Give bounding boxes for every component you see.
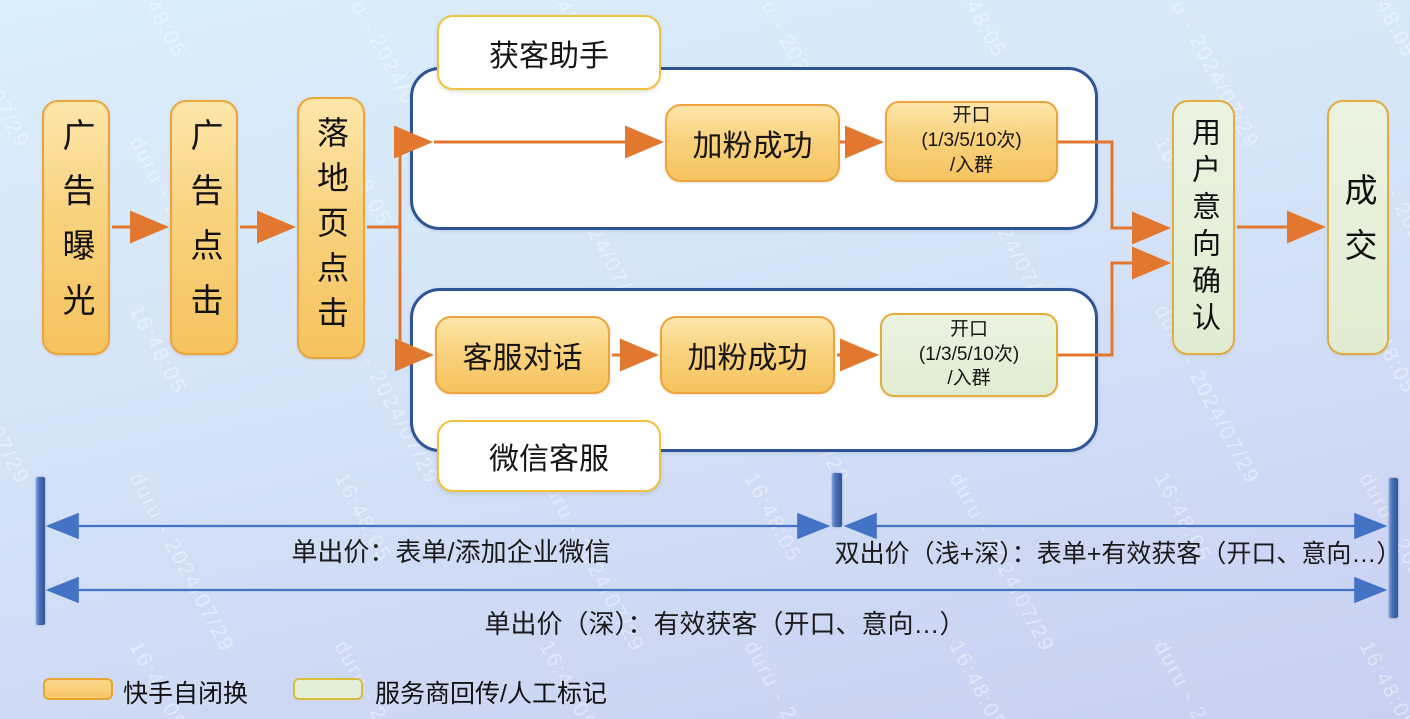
- watermark-text: 16:48:05: [944, 637, 1011, 719]
- node-bottom-speakup-joingroup-text: 开口 (1/3/5/10次) /入群: [919, 318, 1019, 392]
- node-top-follow-success: 加粉成功: [665, 104, 840, 182]
- watermark-text: duru - 2024/07/29: [0, 637, 34, 719]
- node-ad-click-text: 广告点击: [186, 117, 223, 338]
- legend-swatch-kuaishou: [43, 678, 113, 700]
- bid-label-single-shallow: 单出价：表单/添加企业微信: [291, 537, 611, 567]
- watermark-text: 16:48:05: [739, 469, 806, 567]
- bid-label-double: 双出价（浅+深）：表单+有效获客（开口、意向…）: [834, 540, 1402, 568]
- watermark-text: 16:48:05: [1354, 0, 1410, 63]
- watermark-text: duru - 2024/07/29: [1149, 637, 1264, 719]
- legend-label-provider: 服务商回传/人工标记: [375, 680, 607, 708]
- node-top-speakup-joingroup-text: 开口 (1/3/5/10次) /入群: [921, 104, 1021, 178]
- wechat-service-label-box: 微信客服: [437, 420, 661, 492]
- node-service-dialog-text: 客服对话: [462, 342, 583, 375]
- watermark-text: duru - 2024/07/29: [0, 301, 34, 489]
- node-top-follow-success-text: 加粉成功: [692, 130, 813, 163]
- node-user-intent: 用户意向确认: [1172, 100, 1235, 355]
- node-ad-click: 广告点击: [170, 100, 238, 355]
- node-bottom-follow-success-text: 加粉成功: [687, 342, 808, 375]
- node-ad-exposure: 广告曝光: [42, 100, 110, 355]
- wechat-service-label: 微信客服: [489, 443, 609, 476]
- speakup-line1: 开口: [952, 105, 991, 127]
- watermark-text: 16:48:05: [1354, 637, 1410, 719]
- acquisition-assistant-label: 获客助手: [489, 39, 609, 73]
- measure-bar-middle: [832, 473, 842, 527]
- node-landing-page-click-text: 落地页点击: [313, 115, 349, 341]
- speakup2-line3: /入群: [947, 368, 991, 390]
- speakup2-line1: 开口: [949, 318, 988, 340]
- bid-label-single-deep: 单出价（深）：有效获客（开口、意向…）: [484, 609, 966, 639]
- node-user-intent-text: 用户意向确认: [1187, 116, 1220, 339]
- watermark-text: duru - 2024/07/29: [124, 469, 239, 657]
- node-bottom-speakup-joingroup: 开口 (1/3/5/10次) /入群: [880, 313, 1058, 397]
- legend-label-kuaishou: 快手自闭换: [123, 680, 249, 708]
- node-landing-page-click: 落地页点击: [297, 97, 365, 359]
- watermark-text: 16:48:05: [944, 0, 1011, 63]
- node-deal: 成交: [1327, 100, 1389, 355]
- node-top-speakup-joingroup: 开口 (1/3/5/10次) /入群: [885, 101, 1058, 182]
- node-bottom-follow-success: 加粉成功: [660, 316, 835, 394]
- node-deal-text: 成交: [1340, 172, 1377, 283]
- watermark-text: duru - 2024/07/29: [0, 0, 34, 153]
- speakup-line3: /入群: [949, 154, 994, 176]
- node-service-dialog: 客服对话: [435, 316, 610, 394]
- measure-bar-left: [36, 477, 45, 625]
- node-ad-exposure-text: 广告曝光: [58, 117, 95, 338]
- watermark-text: 16:48:05: [124, 0, 191, 63]
- watermark-text: duru - 2024/07/29: [739, 637, 854, 719]
- measure-bar-right: [1389, 478, 1398, 618]
- speakup2-line2: (1/3/5/10次): [918, 343, 1020, 365]
- legend-swatch-provider: [293, 678, 363, 700]
- speakup-line2: (1/3/5/10次): [921, 130, 1022, 152]
- acquisition-assistant-label-box: 获客助手: [437, 15, 661, 90]
